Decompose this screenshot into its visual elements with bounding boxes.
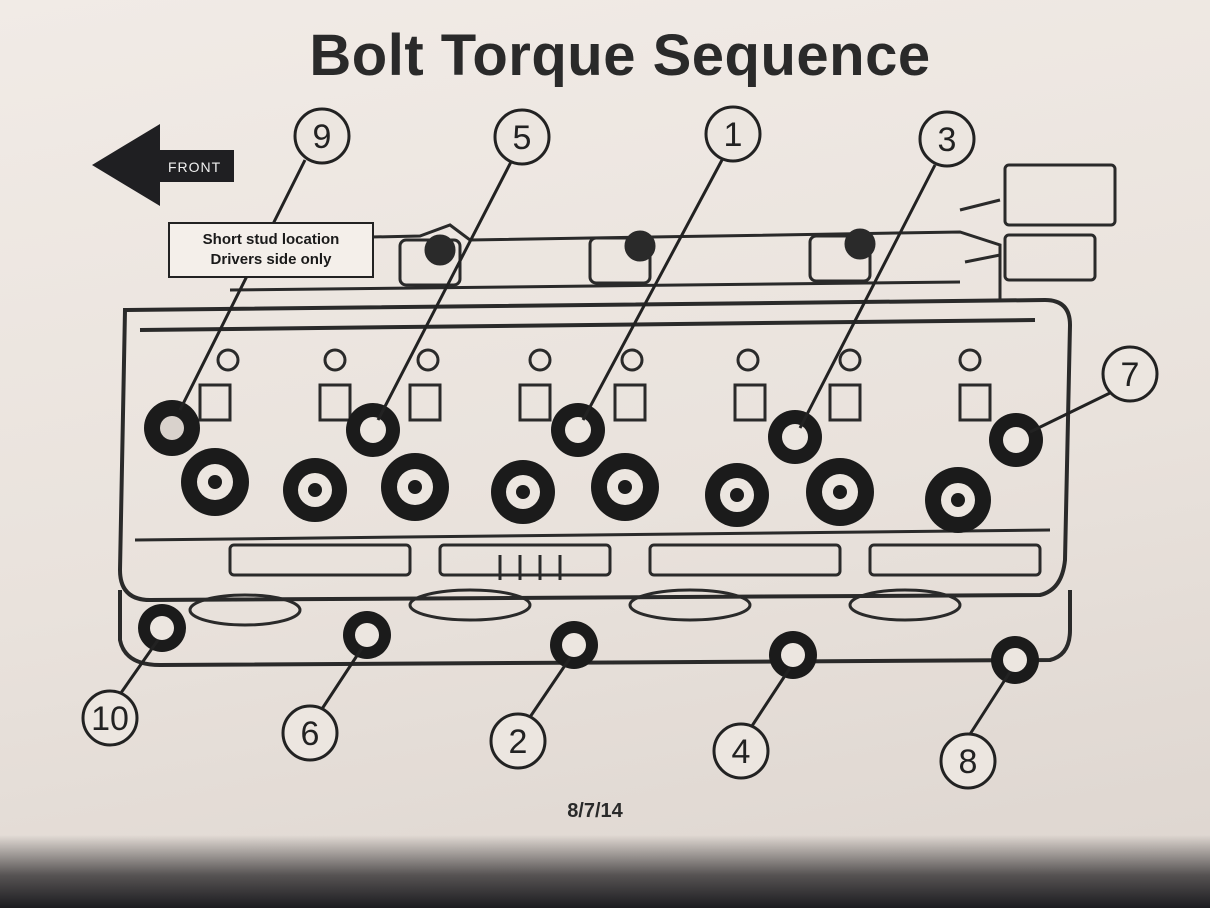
- large-bolt: [925, 467, 991, 533]
- bottom-bolt: [138, 604, 186, 652]
- callout-2: 2: [509, 723, 528, 761]
- large-bolt: [381, 453, 449, 521]
- callout-10: 10: [91, 700, 129, 738]
- upper-bolt: [346, 403, 400, 457]
- cylinder-head-body: [117, 297, 1073, 668]
- large-bolt: [591, 453, 659, 521]
- front-label: FRONT: [168, 159, 221, 175]
- large-bolt: [181, 448, 249, 516]
- callout-4: 4: [732, 733, 751, 771]
- head-bolts-large-row: [181, 448, 991, 533]
- large-bolt: [491, 460, 555, 524]
- short-stud-note: Short stud location Drivers side only: [168, 222, 374, 278]
- page-title: Bolt Torque Sequence: [309, 23, 931, 88]
- bottom-bolt: [769, 631, 817, 679]
- callout-numbers: 9 5 1 3 7 10 6 2 4 8: [91, 116, 1139, 781]
- callout-1: 1: [724, 116, 743, 154]
- document-date: 8/7/14: [567, 800, 623, 822]
- head-bolts-upper-row: [144, 400, 1043, 467]
- head-bolts-bottom-row: [138, 604, 1039, 684]
- large-bolt: [283, 458, 347, 522]
- large-bolt: [806, 458, 874, 526]
- upper-rail: [208, 163, 1117, 300]
- upper-bolt: [551, 403, 605, 457]
- bottom-bolt: [550, 621, 598, 669]
- upper-bolt: [989, 413, 1043, 467]
- bottom-bolt: [343, 611, 391, 659]
- upper-bolt: [768, 410, 822, 464]
- note-line-2: Drivers side only: [210, 251, 332, 268]
- callout-circles: [81, 105, 1159, 790]
- front-arrow-icon: FRONT: [92, 124, 234, 206]
- bottom-bolt: [991, 636, 1039, 684]
- rocker-stands: [198, 348, 992, 422]
- photo-shadow: [0, 835, 1210, 908]
- callout-leader-lines: [114, 159, 1113, 743]
- large-bolt: [705, 463, 769, 527]
- callout-9: 9: [313, 118, 332, 156]
- callout-5: 5: [513, 119, 532, 157]
- callout-3: 3: [938, 121, 957, 159]
- callout-6: 6: [301, 715, 320, 753]
- callout-7: 7: [1121, 356, 1140, 394]
- note-line-1: Short stud location: [202, 231, 340, 248]
- callout-8: 8: [959, 743, 978, 781]
- short-stud-bolt: [144, 400, 200, 456]
